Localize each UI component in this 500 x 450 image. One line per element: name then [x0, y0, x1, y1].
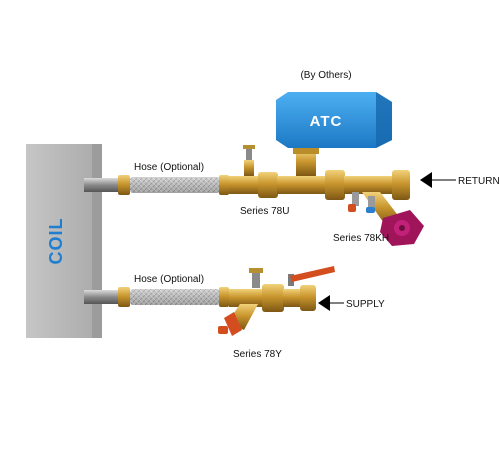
series-78kh-label: Series 78KH [333, 233, 389, 244]
union-hex [325, 170, 345, 200]
coil-box: COIL [26, 144, 102, 338]
valve-series-78u [229, 145, 325, 198]
series-78y-label: Series 78Y [233, 349, 282, 360]
supply-arrow [318, 295, 344, 311]
handwheel [380, 210, 424, 246]
supply-label: SUPPLY [346, 299, 385, 310]
return-label: RETURN [458, 176, 500, 187]
return-line [84, 145, 424, 246]
valve-series-78kh [344, 170, 424, 246]
series-78u-label: Series 78U [240, 206, 289, 217]
hose-bottom-label: Hose (Optional) [134, 274, 204, 285]
valve-series-78y [218, 266, 335, 336]
atc-actuator: ATC [276, 92, 392, 148]
atc-by-others-label: (By Others) [300, 70, 351, 81]
atc-label: ATC [310, 113, 343, 130]
supply-line [84, 266, 335, 336]
hose-top [130, 177, 220, 193]
return-arrow [420, 172, 456, 188]
hose-bottom [130, 289, 220, 305]
coil-label: COIL [46, 218, 66, 265]
hose-top-label: Hose (Optional) [134, 162, 204, 173]
